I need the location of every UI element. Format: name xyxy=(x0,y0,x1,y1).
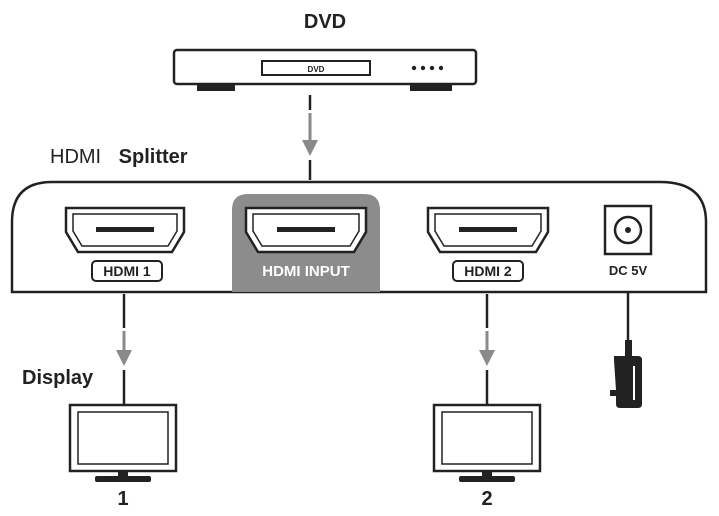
hdmi-1-port: HDMI 1 xyxy=(64,206,186,282)
hdmi-1-label: HDMI 1 xyxy=(103,263,151,279)
display-1-number: 1 xyxy=(117,488,128,510)
display-2-monitor-icon xyxy=(432,403,542,482)
dvd-title: DVD xyxy=(304,11,346,33)
hdmi-input-port: HDMI INPUT xyxy=(232,194,380,292)
display-1-monitor-icon xyxy=(68,403,178,482)
hdmi-2-port: HDMI 2 xyxy=(426,206,550,282)
dvd-display-text: DVD xyxy=(308,65,325,74)
display-label: Display xyxy=(22,367,94,389)
hdmi-2-label: HDMI 2 xyxy=(464,263,512,279)
device-title-light: HDMI xyxy=(50,146,101,168)
device-title: HDMI Splitter xyxy=(50,146,188,168)
dc-power-port: DC 5V xyxy=(603,204,653,278)
device-title-bold: Splitter xyxy=(119,146,188,168)
hdmi-input-label: HDMI INPUT xyxy=(262,263,350,280)
power-adapter-icon xyxy=(610,292,642,408)
dvd-player: DVD xyxy=(172,48,478,91)
dc-5v-label: DC 5V xyxy=(609,263,648,278)
arrow-hdmi2-to-display2 xyxy=(479,294,495,404)
arrow-dvd-to-input xyxy=(302,95,318,180)
display-2-number: 2 xyxy=(481,488,492,510)
arrow-hdmi1-to-display1 xyxy=(116,294,132,404)
